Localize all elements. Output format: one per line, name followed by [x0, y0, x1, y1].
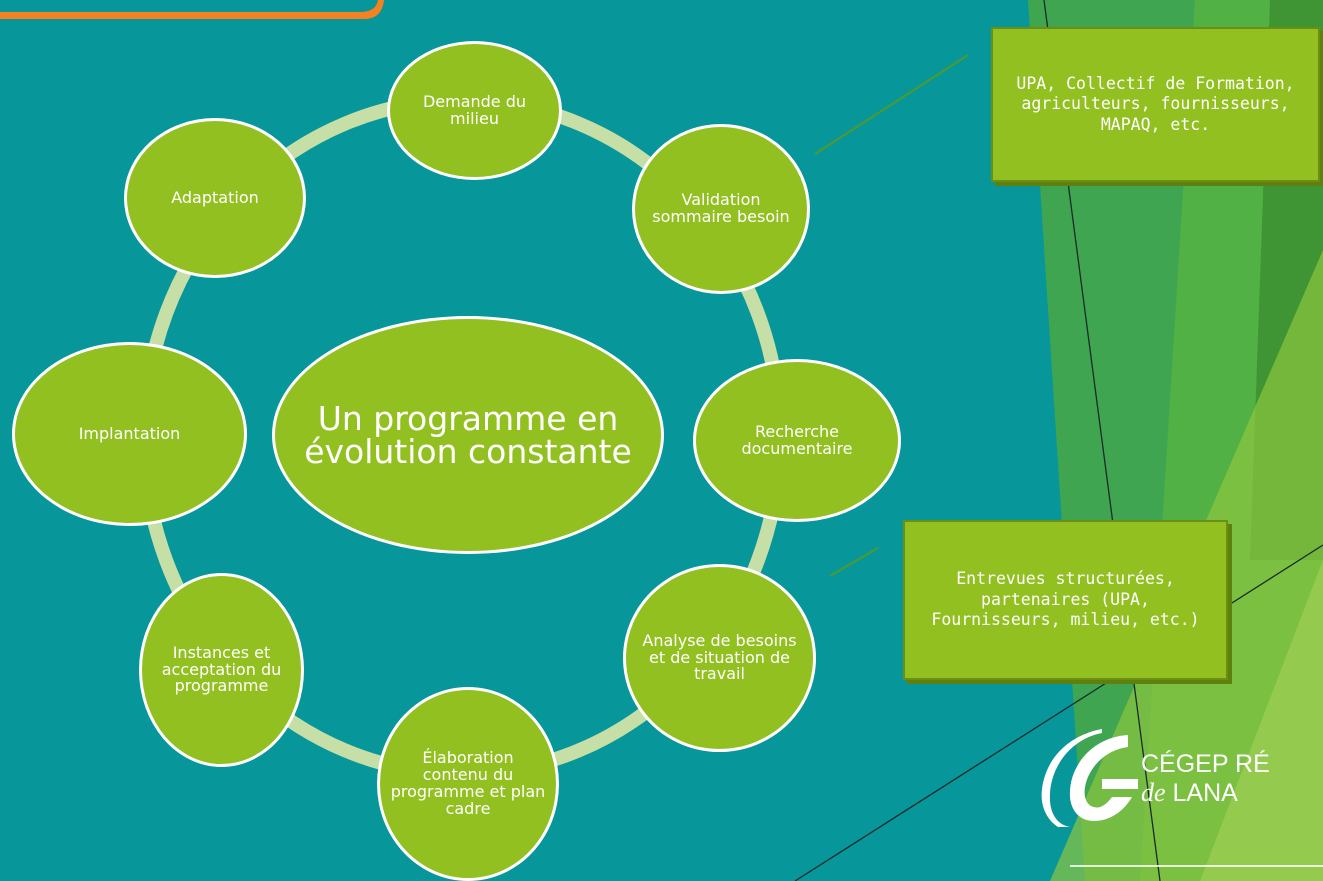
- logo-line2-prefix: de: [1141, 778, 1166, 807]
- cycle-node-analyse: Analyse de besoins et de situation de tr…: [623, 564, 816, 752]
- cycle-node-elaboration: Élaboration contenu du programme et plan…: [377, 687, 559, 881]
- cegep-logo: CÉGEP RÉ de LANA: [1040, 727, 1323, 867]
- logo-line2-rest: LANA: [1172, 779, 1238, 807]
- callout-connector: [814, 54, 969, 155]
- cycle-node-demande: Demande du milieu: [387, 41, 562, 180]
- cycle-node-adaptation: Adaptation: [124, 118, 306, 278]
- cycle-node-recherche: Recherche documentaire: [693, 359, 901, 522]
- logo-line2: de LANA: [1141, 778, 1238, 808]
- logo-line1: CÉGEP RÉ: [1141, 750, 1270, 778]
- cycle-node-implantation: Implantation: [12, 342, 247, 526]
- cycle-node-validation: Validation sommaire besoin: [632, 124, 810, 294]
- callout-connector: [829, 547, 879, 577]
- callout-interviews: Entrevues structurées, partenaires (UPA,…: [903, 520, 1228, 680]
- cycle-node-instances: Instances et acceptation du programme: [139, 573, 304, 767]
- accent-bar: [0, 0, 384, 19]
- cegep-c-logo-icon: [1041, 729, 1138, 827]
- right-facet-shape: [1200, 560, 1323, 881]
- divider-line: [794, 544, 1323, 881]
- cycle-center: Un programme en évolution constante: [272, 316, 664, 554]
- callout-partners: UPA, Collectif de Formation, agriculteur…: [991, 27, 1320, 182]
- logo-rule: [1070, 865, 1323, 867]
